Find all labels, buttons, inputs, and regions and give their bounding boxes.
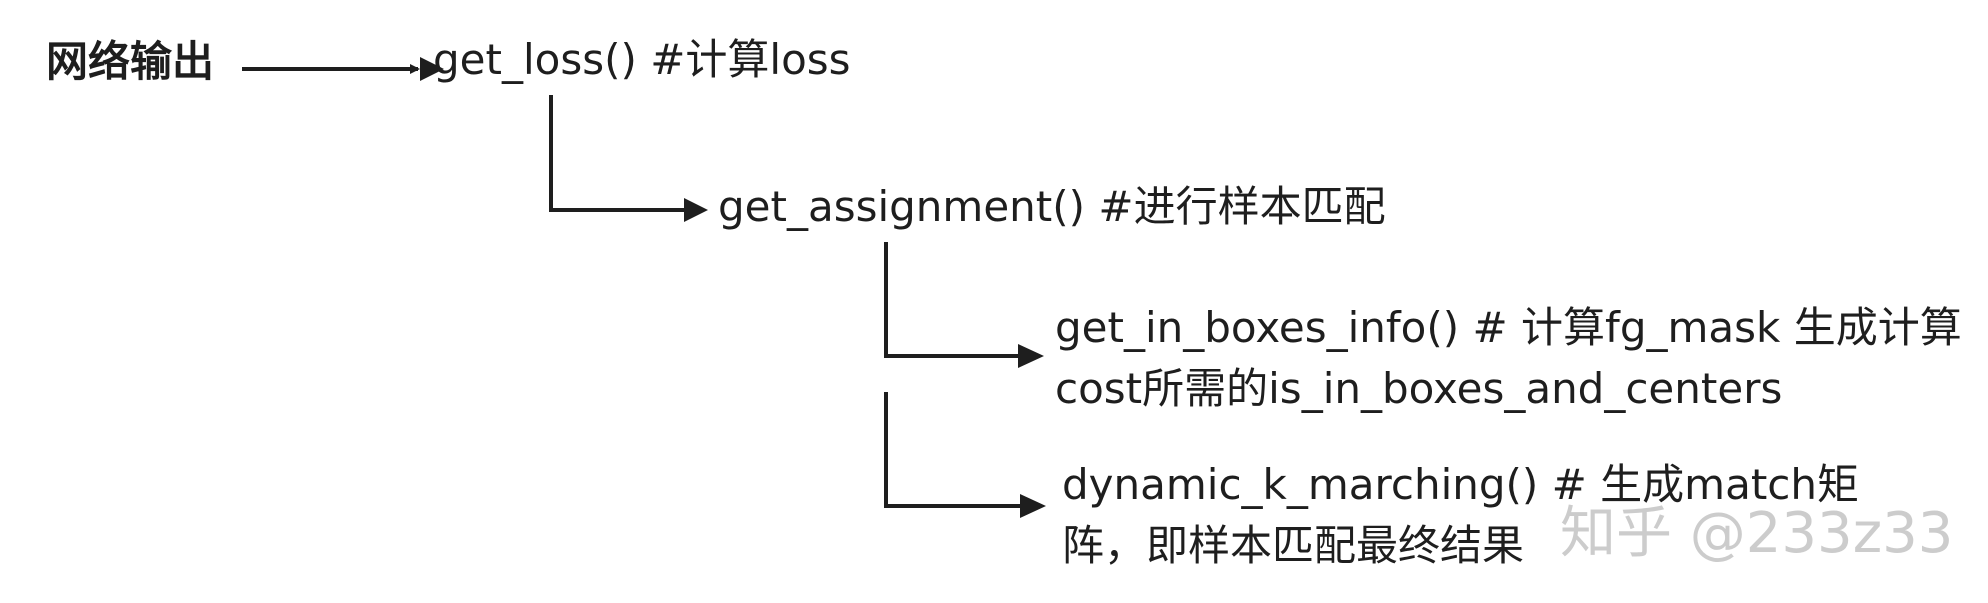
node-dynamic-k-marching-line-2: 阵，即样本匹配最终结果 (1062, 520, 1525, 570)
node-get-assignment: get_assignment() #进行样本匹配 (718, 182, 1386, 231)
node-dynamic-k-marching: dynamic_k_marching() # 生成match矩 阵，即样本匹配最… (1062, 455, 1859, 577)
edge-assignment-to-boxes (884, 242, 1020, 358)
node-dynamic-k-marching-line-1: dynamic_k_marching() # 生成match矩 (1062, 460, 1860, 509)
arrowhead-input-to-loss (420, 57, 444, 81)
watermark: 知乎 @233z33 (1560, 501, 1954, 566)
node-get-in-boxes-info-line-2: cost所需的is_in_boxes_and_centers (1055, 363, 1783, 413)
node-get-in-boxes-info: get_in_boxes_info() # 计算fg_mask 生成计算 cos… (1055, 298, 1962, 420)
node-network-output: 网络输出 (46, 37, 215, 86)
arrowhead-assignment-to-boxes (1018, 344, 1044, 368)
arrowhead-loss-to-assignment (684, 198, 708, 222)
edge-loss-to-assignment (549, 95, 686, 212)
arrowhead-assignment-to-dynamic (1020, 494, 1046, 518)
node-get-loss: get_loss() #计算loss (433, 35, 851, 84)
edge-assignment-to-dynamic (884, 392, 1022, 508)
node-get-in-boxes-info-line-1: get_in_boxes_info() # 计算fg_mask 生成计算 (1055, 303, 1962, 352)
